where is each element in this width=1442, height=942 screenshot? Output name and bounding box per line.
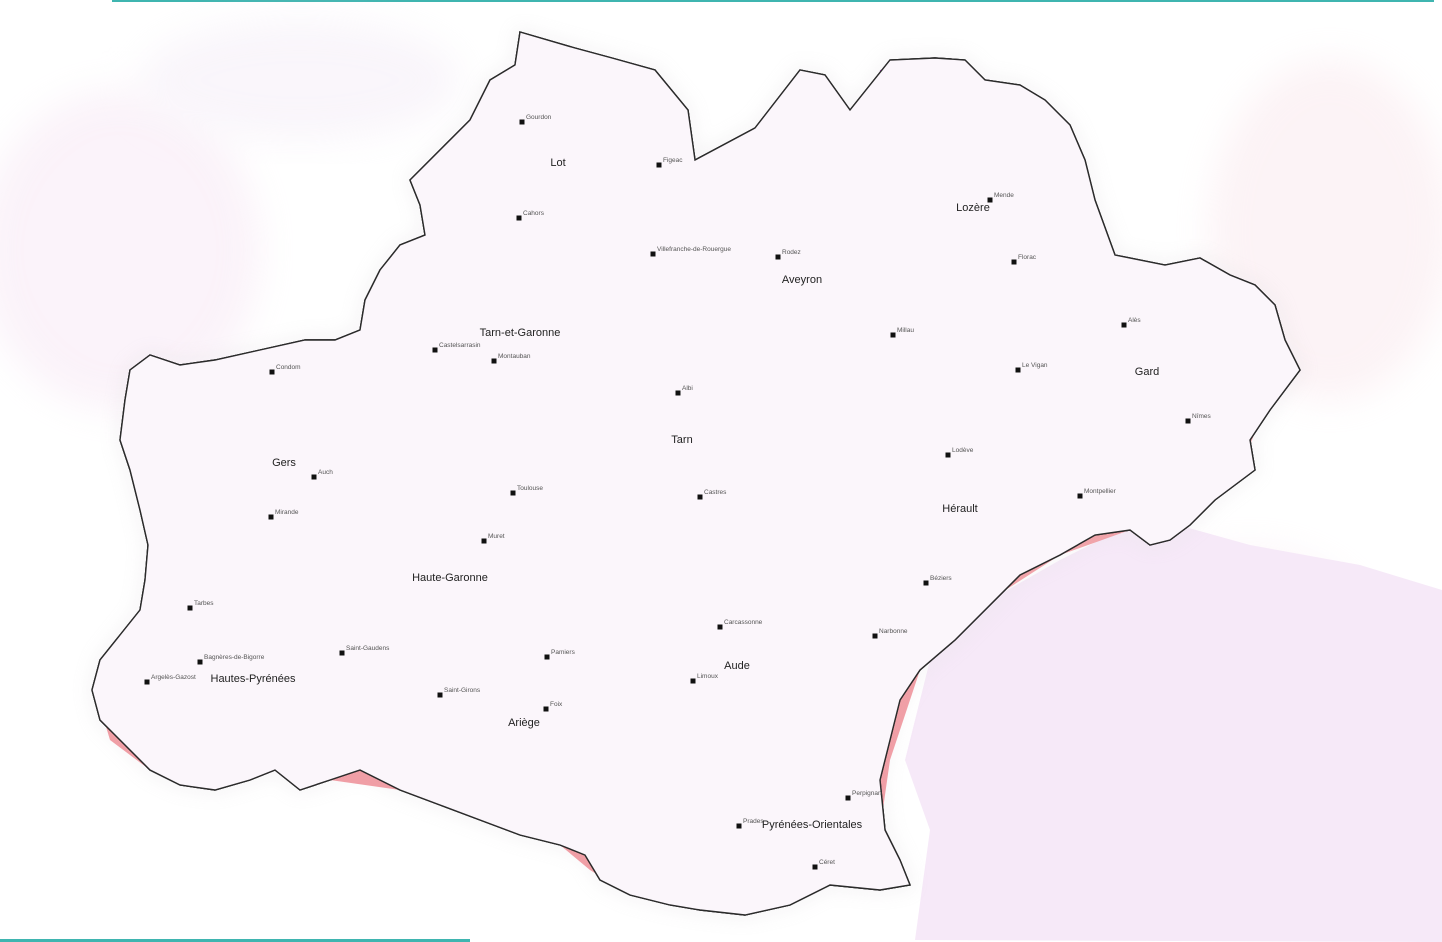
department-label-hautespyrenees: Hautes-Pyrénées — [211, 673, 296, 685]
city-marker-carcassonne — [717, 624, 723, 630]
city-marker-mende — [987, 197, 993, 203]
city-label-limoux: Limoux — [697, 673, 719, 680]
bottom-accent-bar — [0, 939, 470, 942]
city-marker-castelsarrasin — [432, 347, 438, 353]
city-label-argeles: Argelès-Gazost — [151, 674, 196, 681]
city-label-albi: Albi — [682, 385, 693, 392]
city-marker-auch — [311, 474, 317, 480]
city-label-foix: Foix — [550, 701, 563, 708]
city-marker-beziers — [923, 580, 929, 586]
city-label-rodez: Rodez — [782, 249, 801, 256]
city-marker-pamiers — [544, 654, 550, 660]
department-label-lot: Lot — [550, 157, 565, 169]
department-label-lozere: Lozère — [956, 202, 990, 214]
city-label-muret: Muret — [488, 533, 505, 540]
city-marker-toulouse — [510, 490, 516, 496]
city-marker-albi — [675, 390, 681, 396]
city-label-castelsarrasin: Castelsarrasin — [439, 342, 481, 349]
department-label-gard: Gard — [1135, 366, 1159, 378]
city-label-prades: Prades — [743, 818, 764, 825]
department-label-gers: Gers — [272, 457, 296, 469]
city-label-saintgaudens: Saint-Gaudens — [346, 645, 390, 652]
city-label-beziers: Béziers — [930, 575, 952, 582]
city-marker-saintgirons — [437, 692, 443, 698]
city-marker-villefranche — [650, 251, 656, 257]
city-label-mende: Mende — [994, 192, 1014, 199]
top-accent-bar — [112, 0, 1434, 2]
city-marker-mirande — [268, 514, 274, 520]
city-marker-castres — [697, 494, 703, 500]
city-label-montpellier: Montpellier — [1084, 488, 1117, 495]
city-marker-tarbes — [187, 605, 193, 611]
city-marker-ales — [1121, 322, 1127, 328]
city-label-perpignan: Perpignan — [852, 790, 882, 797]
city-label-tarbes: Tarbes — [194, 600, 214, 607]
mediterranean-sea — [905, 520, 1442, 942]
city-marker-condom — [269, 369, 275, 375]
city-marker-figeac — [656, 162, 662, 168]
city-marker-perpignan — [845, 795, 851, 801]
city-label-millau: Millau — [897, 327, 914, 334]
department-label-pyreneesorientales: Pyrénées-Orientales — [762, 819, 863, 831]
city-label-ceret: Céret — [819, 859, 835, 866]
department-label-ariege: Ariège — [508, 717, 540, 729]
city-label-castres: Castres — [704, 489, 727, 496]
city-marker-levigan — [1015, 367, 1021, 373]
city-label-carcassonne: Carcassonne — [724, 619, 763, 626]
city-label-levigan: Le Vigan — [1022, 362, 1048, 369]
city-marker-gourdon — [519, 119, 525, 125]
city-marker-montauban — [491, 358, 497, 364]
city-label-gourdon: Gourdon — [526, 114, 552, 121]
department-label-herault: Hérault — [942, 503, 977, 515]
city-marker-narbonne — [872, 633, 878, 639]
department-label-hautegaronne: Haute-Garonne — [412, 572, 488, 584]
department-label-aveyron: Aveyron — [782, 274, 822, 286]
department-label-tarn: Tarn — [671, 434, 692, 446]
city-marker-foix — [543, 706, 549, 712]
city-label-bagneres: Bagnères-de-Bigorre — [204, 654, 265, 661]
city-marker-florac — [1011, 259, 1017, 265]
city-marker-limoux — [690, 678, 696, 684]
department-labels: LotLozèreAveyronTarn-et-GaronneGardTarnG… — [211, 157, 1160, 831]
city-label-figeac: Figeac — [663, 157, 683, 164]
city-label-mirande: Mirande — [275, 509, 299, 516]
city-marker-muret — [481, 538, 487, 544]
city-label-narbonne: Narbonne — [879, 628, 908, 635]
city-marker-argeles — [144, 679, 150, 685]
city-marker-saintgaudens — [339, 650, 345, 656]
department-label-aude: Aude — [724, 660, 750, 672]
city-label-cahors: Cahors — [523, 210, 545, 217]
city-label-nimes: Nîmes — [1192, 413, 1212, 420]
city-marker-cahors — [516, 215, 522, 221]
city-label-auch: Auch — [318, 469, 333, 476]
city-marker-millau — [890, 332, 896, 338]
city-label-pamiers: Pamiers — [551, 649, 576, 656]
city-marker-nimes — [1185, 418, 1191, 424]
city-label-montauban: Montauban — [498, 353, 531, 360]
city-label-condom: Condom — [276, 364, 301, 371]
department-label-tarnetgaronne: Tarn-et-Garonne — [480, 327, 561, 339]
city-marker-rodez — [775, 254, 781, 260]
city-label-saintgirons: Saint-Girons — [444, 687, 481, 694]
city-marker-prades — [736, 823, 742, 829]
city-label-lodeve: Lodève — [952, 447, 974, 454]
city-marker-bagneres — [197, 659, 203, 665]
city-label-toulouse: Toulouse — [517, 485, 543, 492]
city-marker-lodeve — [945, 452, 951, 458]
city-marker-montpellier — [1077, 493, 1083, 499]
city-label-villefranche: Villefranche-de-Rouergue — [657, 246, 731, 253]
city-label-florac: Florac — [1018, 254, 1037, 261]
city-marker-ceret — [812, 864, 818, 870]
city-label-ales: Alès — [1128, 317, 1141, 324]
